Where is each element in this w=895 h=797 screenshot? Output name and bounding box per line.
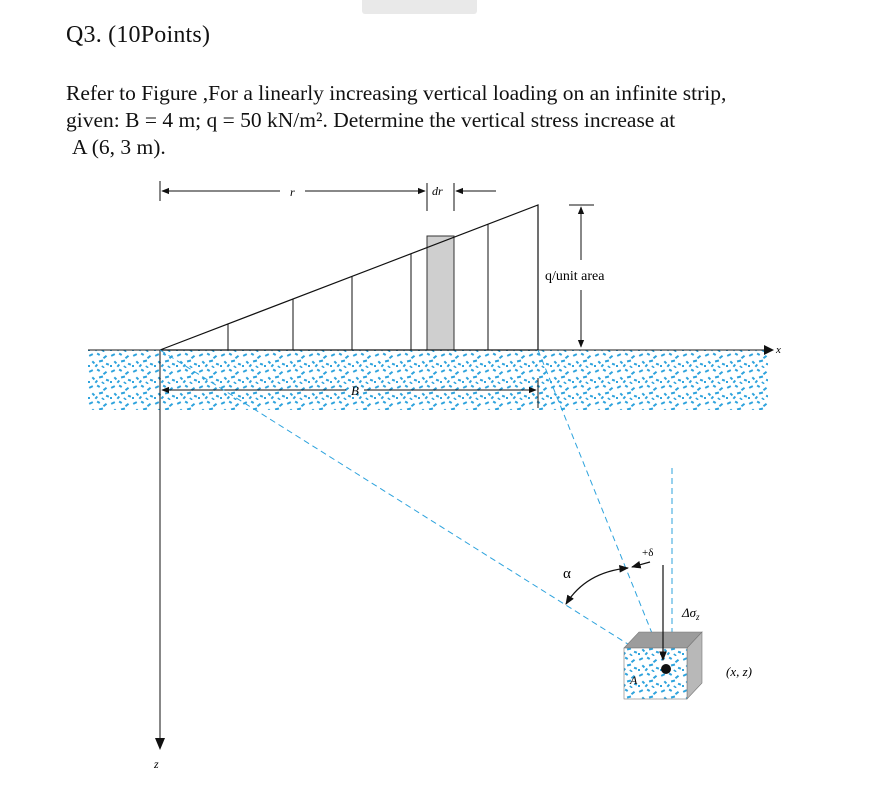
q-load-label: q/unit area xyxy=(545,269,605,284)
problem-line-3: A (6, 3 m). xyxy=(72,135,166,159)
soil-element-a xyxy=(623,631,703,700)
q-dimension xyxy=(569,204,594,348)
stress-subscript: z xyxy=(695,612,700,622)
load-ordinates xyxy=(227,224,489,350)
problem-statement: Refer to Figure ,For a linearly increasi… xyxy=(66,80,856,161)
delta-label: +δ xyxy=(642,547,653,559)
stress-symbol: Δσ xyxy=(681,605,697,620)
z-axis-label: z xyxy=(153,757,159,771)
b-label: B xyxy=(351,383,359,398)
dr-label: dr xyxy=(432,184,443,198)
x-axis-label: x xyxy=(775,344,781,356)
soil-band xyxy=(88,350,768,410)
top-tab-stub xyxy=(362,0,477,14)
point-a-dot xyxy=(661,664,671,674)
triangular-load xyxy=(159,204,539,351)
stress-label: Δσz xyxy=(681,605,700,622)
point-a-label: A xyxy=(629,673,638,687)
b-dimension xyxy=(161,378,539,408)
x-axis-arrowhead xyxy=(764,345,774,355)
delta-arrow xyxy=(631,560,651,569)
question-title: Q3. (10Points) xyxy=(66,22,211,48)
shaded-strip-dr xyxy=(426,235,455,351)
problem-line-2: given: B = 4 m; q = 50 kN/m². Determine … xyxy=(66,108,676,132)
z-axis-arrowhead xyxy=(155,738,165,750)
coords-label: (x, z) xyxy=(726,664,752,679)
r-label: r xyxy=(290,185,295,199)
alpha-arc xyxy=(565,564,629,605)
alpha-label: α xyxy=(563,566,571,582)
r-dimension xyxy=(159,181,496,211)
problem-line-1: Refer to Figure ,For a linearly increasi… xyxy=(66,81,727,105)
